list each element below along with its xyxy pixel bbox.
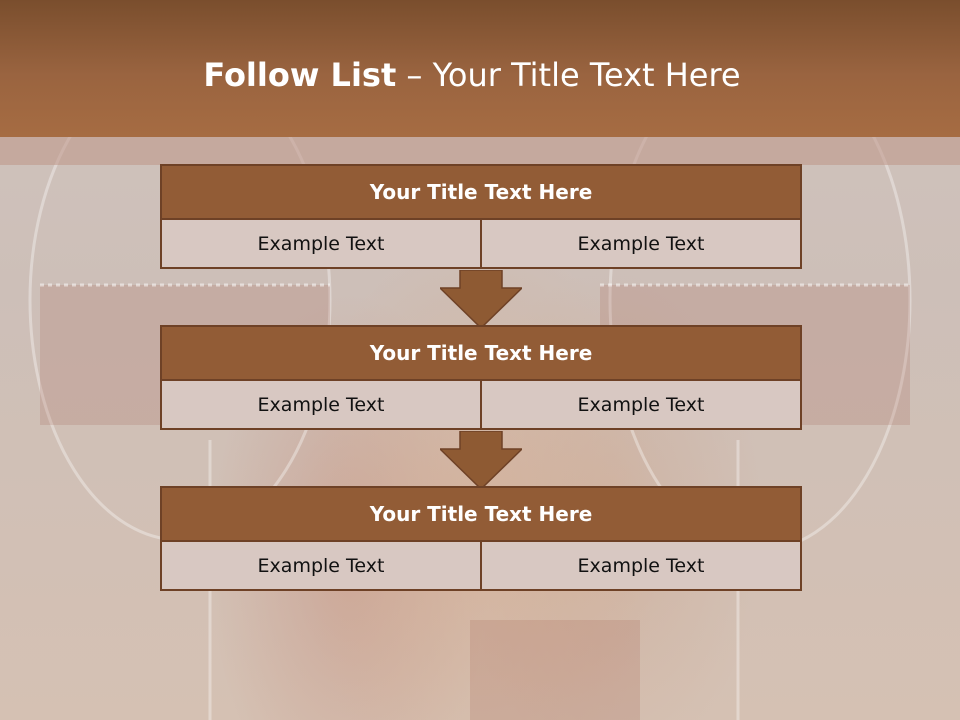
slide-title-bold: Follow List	[203, 56, 397, 94]
slide-title: Follow List – Your Title Text Here	[0, 55, 944, 95]
step-row: Example Text Example Text	[160, 220, 802, 269]
step-cell-left: Example Text	[160, 381, 482, 430]
title-bar	[0, 0, 960, 137]
step-block-1: Your Title Text Here Example Text Exampl…	[160, 164, 802, 269]
down-arrow-icon	[440, 431, 522, 489]
step-cell-left: Example Text	[160, 542, 482, 591]
step-cell-right: Example Text	[482, 542, 802, 591]
step-row: Example Text Example Text	[160, 381, 802, 430]
step-cell-right: Example Text	[482, 381, 802, 430]
step-cell-left: Example Text	[160, 220, 482, 269]
slide-title-rest: – Your Title Text Here	[396, 56, 741, 94]
title-strip	[0, 137, 960, 165]
step-title: Your Title Text Here	[160, 164, 802, 220]
down-arrow-icon	[440, 270, 522, 328]
step-title: Your Title Text Here	[160, 325, 802, 381]
step-row: Example Text Example Text	[160, 542, 802, 591]
step-block-3: Your Title Text Here Example Text Exampl…	[160, 486, 802, 591]
step-cell-right: Example Text	[482, 220, 802, 269]
step-block-2: Your Title Text Here Example Text Exampl…	[160, 325, 802, 430]
step-title: Your Title Text Here	[160, 486, 802, 542]
